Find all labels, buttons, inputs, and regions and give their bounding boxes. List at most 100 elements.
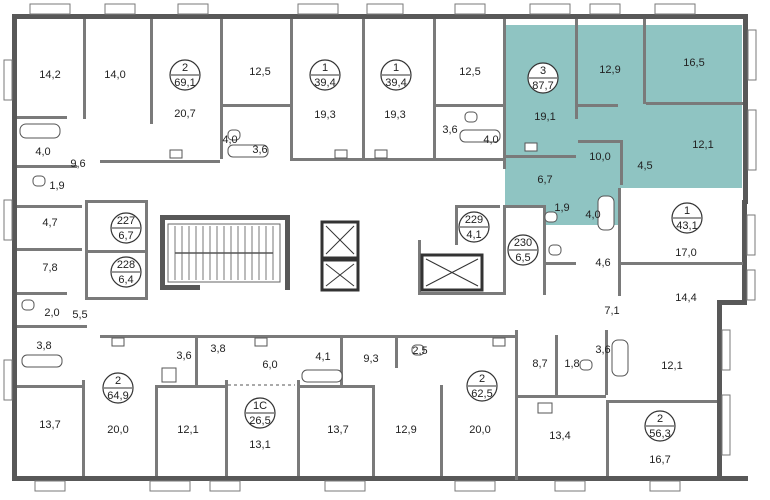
badge-area: 64,9 xyxy=(107,390,128,402)
room-area: 1,9 xyxy=(554,202,569,214)
badge-rooms: 2 xyxy=(115,375,121,387)
room-area: 20,7 xyxy=(174,108,195,120)
room-labels: 14,2 14,0 20,7 12,5 19,3 19,3 12,5 19,1 … xyxy=(35,57,713,466)
badge-rooms: 1 xyxy=(393,62,399,74)
badge-area: 6,4 xyxy=(118,274,133,286)
badge-area: 43,1 xyxy=(676,220,697,232)
badge-rooms: 229 xyxy=(465,214,483,226)
room-area: 14,4 xyxy=(675,292,696,304)
badge-rooms: 2 xyxy=(479,373,485,385)
room-area: 13,1 xyxy=(249,439,270,451)
badge-rooms: 2 xyxy=(182,62,188,74)
badge-area: 39,4 xyxy=(385,77,406,89)
room-area: 7,8 xyxy=(42,262,57,274)
interior-walls-top xyxy=(17,19,743,185)
room-area: 6,0 xyxy=(262,359,277,371)
room-area: 2,0 xyxy=(44,307,59,319)
badge-area: 69,1 xyxy=(174,77,195,89)
storage-badge[interactable]: 230 6,5 xyxy=(507,234,539,266)
apartment-badge[interactable]: 1С 26,5 xyxy=(244,397,276,429)
storage-badge[interactable]: 229 4,1 xyxy=(458,211,490,243)
badge-area: 6,5 xyxy=(515,252,530,264)
elevator-shafts xyxy=(320,220,484,292)
badge-area: 6,7 xyxy=(118,230,133,242)
apartment-badge[interactable]: 2 62,5 xyxy=(466,370,498,402)
room-area: 16,5 xyxy=(683,57,704,69)
room-area: 19,1 xyxy=(534,111,555,123)
room-area: 3,8 xyxy=(210,343,225,355)
room-area: 3,6 xyxy=(176,350,191,362)
room-area: 12,1 xyxy=(692,139,713,151)
room-area: 20,0 xyxy=(107,424,128,436)
badge-rooms: 227 xyxy=(117,215,135,227)
room-area: 12,9 xyxy=(599,64,620,76)
room-area: 3,8 xyxy=(36,340,51,352)
room-area: 13,4 xyxy=(549,430,570,442)
badge-rooms: 228 xyxy=(117,259,135,271)
storage-badge[interactable]: 228 6,4 xyxy=(110,256,142,288)
room-area: 20,0 xyxy=(469,424,490,436)
apartment-badge[interactable]: 2 64,9 xyxy=(102,372,134,404)
apartment-badge[interactable]: 2 56,3 xyxy=(644,410,676,442)
room-area: 17,0 xyxy=(675,247,696,259)
room-area: 13,7 xyxy=(39,419,60,431)
room-area: 4,6 xyxy=(595,257,610,269)
room-area: 3,6 xyxy=(595,344,610,356)
badge-rooms: 230 xyxy=(514,237,532,249)
room-area: 14,2 xyxy=(39,69,60,81)
badge-rooms: 3 xyxy=(540,65,546,77)
room-area: 2,5 xyxy=(412,345,427,357)
badge-rooms: 1С xyxy=(253,400,267,412)
room-area: 4,0 xyxy=(222,134,237,146)
badge-rooms: 1 xyxy=(684,205,690,217)
room-area: 1,9 xyxy=(49,180,64,192)
room-area: 8,7 xyxy=(532,358,547,370)
badge-area: 39,4 xyxy=(314,77,335,89)
staircase xyxy=(167,223,281,283)
badge-area: 62,5 xyxy=(471,388,492,400)
badge-rooms: 1 xyxy=(322,62,328,74)
badge-rooms: 2 xyxy=(657,413,663,425)
room-area: 1,8 xyxy=(564,358,579,370)
room-area: 5,5 xyxy=(72,309,87,321)
room-area: 12,9 xyxy=(395,424,416,436)
room-area: 4,0 xyxy=(35,146,50,158)
windows-bottom xyxy=(34,480,681,492)
room-area: 9,6 xyxy=(70,158,85,170)
room-area: 3,6 xyxy=(252,144,267,156)
interior-walls-core xyxy=(17,188,743,300)
room-area: 4,7 xyxy=(42,217,57,229)
apartment-badge[interactable]: 1 39,4 xyxy=(309,59,341,91)
room-area: 9,3 xyxy=(363,353,378,365)
room-area: 19,3 xyxy=(314,109,335,121)
interior-walls-bottom xyxy=(17,325,717,480)
windows-top xyxy=(29,3,696,15)
room-area: 19,3 xyxy=(384,109,405,121)
highlighted-apartment[interactable] xyxy=(505,25,742,225)
badge-area: 4,1 xyxy=(466,229,481,241)
storage-badge[interactable]: 227 6,7 xyxy=(110,212,142,244)
room-area: 3,6 xyxy=(442,124,457,136)
apartment-badge[interactable]: 2 69,1 xyxy=(169,59,201,91)
room-area: 13,7 xyxy=(327,424,348,436)
apartment-badge[interactable]: 3 87,7 xyxy=(527,62,559,94)
badge-area: 26,5 xyxy=(249,415,270,427)
room-area: 12,1 xyxy=(177,424,198,436)
badge-area: 87,7 xyxy=(532,80,553,92)
room-area: 4,5 xyxy=(637,160,652,172)
room-area: 12,1 xyxy=(661,360,682,372)
room-area: 4,1 xyxy=(315,351,330,363)
windows-side xyxy=(3,29,757,456)
room-area: 10,0 xyxy=(589,151,610,163)
room-area: 4,0 xyxy=(483,134,498,146)
room-area: 12,5 xyxy=(249,66,270,78)
room-area: 12,5 xyxy=(459,66,480,78)
apartment-badge[interactable]: 1 43,1 xyxy=(671,202,703,234)
room-area: 6,7 xyxy=(537,174,552,186)
room-area: 14,0 xyxy=(104,69,125,81)
room-area: 7,1 xyxy=(604,305,619,317)
badge-area: 56,3 xyxy=(649,428,670,440)
apartment-badge[interactable]: 1 39,4 xyxy=(380,59,412,91)
bathroom-fixtures xyxy=(19,111,629,414)
